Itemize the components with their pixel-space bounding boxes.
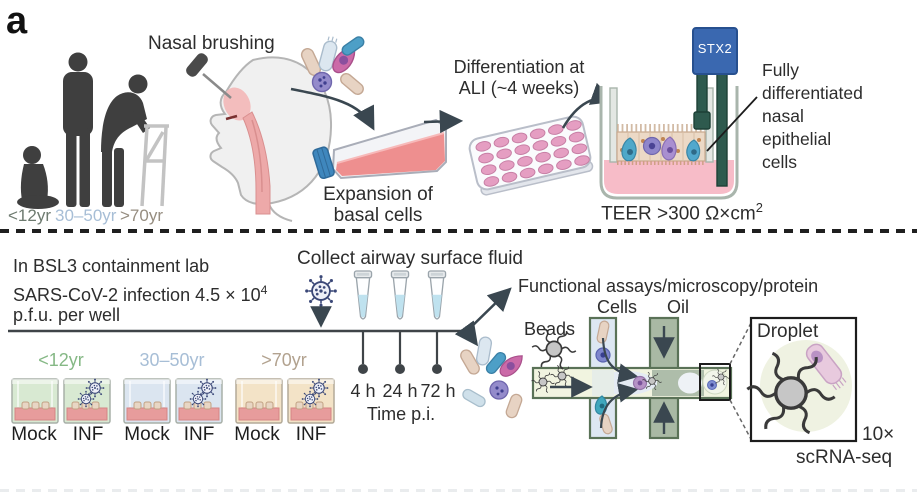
expansion-label-line2: basal cells xyxy=(333,205,423,226)
well-mock-elderly xyxy=(235,378,283,424)
virus-icon xyxy=(189,390,207,408)
differentiation-label-line1: Differentiation at xyxy=(453,57,585,77)
timepoint-4h: 4 h xyxy=(350,381,376,401)
mock-label-elderly: Mock xyxy=(234,424,280,445)
tenx-label: 10× xyxy=(862,424,895,445)
age-label-adult-top: 30–50yr xyxy=(55,206,117,225)
transwell-vessel xyxy=(599,27,758,200)
tube-icon xyxy=(390,270,410,320)
virus-icon xyxy=(304,274,338,308)
mock-label-adult: Mock xyxy=(124,424,170,445)
culture-flask xyxy=(312,118,447,180)
teer-text: TEER >300 Ω×cm xyxy=(601,203,756,225)
cell-in-droplet xyxy=(805,343,847,391)
age-label-adult-bottom: 30–50yr xyxy=(139,350,205,370)
nasal-brushing-label: Nasal brushing xyxy=(148,33,275,54)
well-mock-child xyxy=(11,378,59,424)
fully-line: epithelial xyxy=(762,129,832,149)
tube-icon xyxy=(353,270,373,320)
arrow-to-functional xyxy=(466,287,512,332)
droplet-zoom-box xyxy=(699,363,731,401)
epithelial-cells xyxy=(616,124,706,165)
stx2-probe xyxy=(692,27,738,187)
flask-cap xyxy=(312,146,335,180)
droplet-inset xyxy=(745,316,858,443)
arrow-to-flask xyxy=(290,87,375,131)
stx2-label: STX2 xyxy=(697,41,733,56)
culture-wells xyxy=(11,378,335,424)
arrow-to-plate xyxy=(423,109,464,134)
collect-fluid-label: Collect airway surface fluid xyxy=(297,248,523,269)
microfluidic-chip xyxy=(531,316,753,442)
elderly-silhouette xyxy=(101,74,150,207)
timeline xyxy=(8,329,467,374)
cells-label: Cells xyxy=(596,297,637,317)
stx2-box xyxy=(692,27,738,75)
panel-label: a xyxy=(6,0,28,42)
inf-label-adult: INF xyxy=(183,424,215,445)
teer-label: TEER >300 Ω×cm2 xyxy=(592,200,772,225)
well-mock-adult xyxy=(123,378,171,424)
callout-line xyxy=(706,96,758,152)
age-silhouettes xyxy=(17,52,169,209)
well-inf-adult xyxy=(175,378,223,424)
basal-cells-cluster xyxy=(300,36,365,96)
droplet-label: Droplet xyxy=(757,321,819,342)
child-silhouette xyxy=(17,146,59,209)
fully-differentiated-label: Fully differentiated nasal epithelial ce… xyxy=(762,59,863,174)
dissociated-cells-cluster xyxy=(460,336,523,419)
inf-label-child: INF xyxy=(72,424,104,445)
fully-line: cells xyxy=(762,152,798,172)
adult-silhouette xyxy=(63,52,93,207)
teer-superscript: 2 xyxy=(755,200,763,215)
expansion-label-line1: Expansion of xyxy=(323,184,433,205)
oil-label: Oil xyxy=(667,297,689,317)
well-inf-child xyxy=(63,378,111,424)
infection-text: SARS-CoV-2 infection 4.5 × 10 xyxy=(13,285,261,305)
virus-icon xyxy=(77,390,95,408)
time-pi-label: Time p.i. xyxy=(366,404,436,424)
fully-line: nasal xyxy=(762,106,804,126)
swab-icon xyxy=(186,53,232,99)
scrnaseq-label: scRNA-seq xyxy=(796,447,893,468)
age-label-elderly-bottom: >70yr xyxy=(261,350,307,370)
timepoint-72h: 72 h xyxy=(420,381,456,401)
bsl3-label: In BSL3 containment lab xyxy=(13,256,210,276)
dashed-separator xyxy=(0,229,917,233)
age-label-child-top: <12yr xyxy=(8,206,51,225)
tube-icon xyxy=(427,270,447,320)
functional-assays-label: Functional assays/microscopy/protein xyxy=(518,276,819,296)
multiwell-plate xyxy=(468,115,594,196)
beads-label: Beads xyxy=(524,319,576,339)
timepoint-24h: 24 h xyxy=(382,381,418,401)
bottom-dashed-line xyxy=(0,489,917,492)
age-label-child-bottom: <12yr xyxy=(38,350,84,370)
virus-icon xyxy=(301,390,319,408)
fully-line: Fully xyxy=(762,60,799,80)
age-label-elderly-top: >70yr xyxy=(120,206,163,225)
mock-label-child: Mock xyxy=(11,424,57,445)
pfu-label: p.f.u. per well xyxy=(13,305,121,325)
infection-label: SARS-CoV-2 infection 4.5 × 104 xyxy=(13,283,268,305)
differentiation-label-line2: ALI (~4 weeks) xyxy=(458,78,580,98)
infection-superscript: 4 xyxy=(260,283,268,297)
nasal-brushing-head xyxy=(186,53,333,222)
inf-label-elderly: INF xyxy=(295,424,327,445)
well-inf-elderly xyxy=(287,378,335,424)
walker-icon xyxy=(140,124,169,207)
arrow-to-scrnaseq xyxy=(454,320,479,347)
fully-line: differentiated xyxy=(762,83,863,103)
